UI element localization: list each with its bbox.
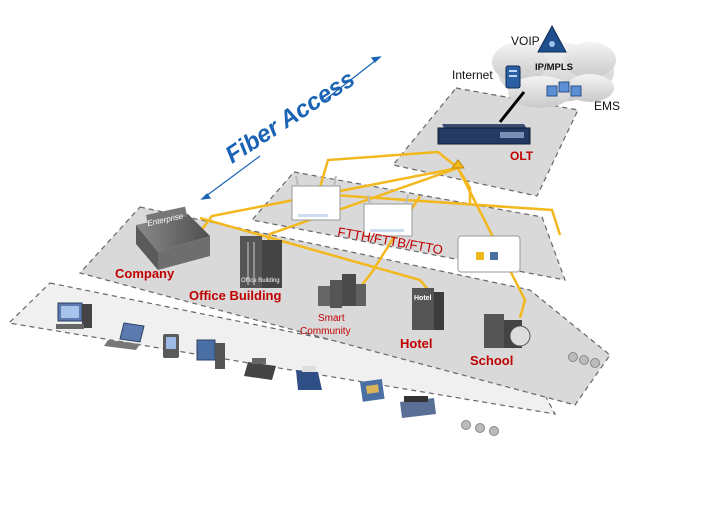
office-building-label: Office Building xyxy=(189,288,282,303)
school-label: School xyxy=(470,353,513,368)
office-sign-text: Office Building xyxy=(241,278,280,284)
smart-community-label-line2: Community xyxy=(300,326,351,337)
smart-community-label-line1: Smart xyxy=(318,313,345,324)
school-building-icon xyxy=(484,314,531,348)
more-dots-icon xyxy=(461,420,499,436)
more-buildings-dots-icon xyxy=(568,352,600,368)
internet-router-icon xyxy=(505,65,521,89)
pos-terminal-icon xyxy=(400,396,436,418)
olt-label: OLT xyxy=(510,149,534,163)
computer-icon xyxy=(56,302,92,329)
monitor-icon xyxy=(196,339,225,369)
uplink-cable xyxy=(498,91,526,123)
terminal-plane xyxy=(7,282,557,415)
card-reader-icon xyxy=(360,378,385,402)
office-building-icon xyxy=(240,236,282,288)
ems-servers-icon xyxy=(546,81,582,97)
company-building-icon xyxy=(136,206,210,270)
laptop-icon xyxy=(104,322,145,350)
hotel-label: Hotel xyxy=(400,336,433,351)
ont-router-icon xyxy=(291,175,341,221)
internet-label: Internet xyxy=(452,68,493,82)
ip-phone-icon xyxy=(244,358,276,380)
ont-box-icon xyxy=(457,235,521,273)
ont-gateway-icon xyxy=(363,194,413,237)
diagram-title: Fiber Access xyxy=(221,65,360,169)
ems-label: EMS xyxy=(594,99,620,113)
fiber-access-arrows xyxy=(200,56,382,200)
fax-icon xyxy=(296,366,322,390)
olt-device-icon xyxy=(437,124,531,145)
ip-mpls-label: IP/MPLS xyxy=(535,62,573,73)
voip-server-icon xyxy=(537,24,567,53)
hotel-sign-text: Hotel xyxy=(414,295,432,302)
voip-label: VOIP xyxy=(511,34,540,48)
pda-icon xyxy=(163,334,179,358)
smart-community-icon xyxy=(318,274,366,308)
company-label: Company xyxy=(115,266,175,281)
hotel-building-icon xyxy=(412,288,444,330)
fiber-splitter-icon xyxy=(451,159,465,169)
